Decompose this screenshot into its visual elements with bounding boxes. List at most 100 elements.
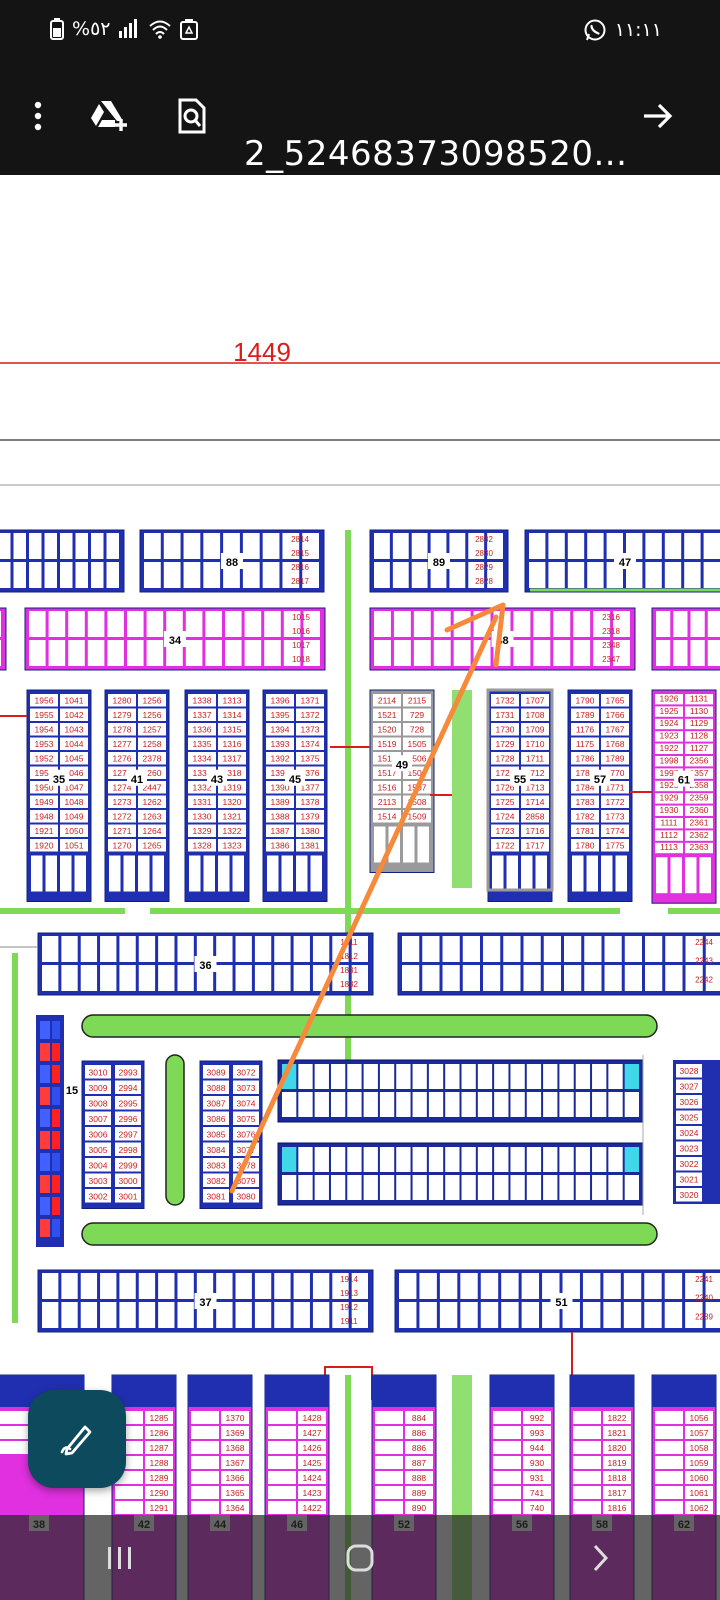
- plot-cell: [232, 855, 244, 892]
- plot-cell: [529, 562, 546, 588]
- plot-cell: [529, 533, 546, 559]
- plot-label: 887: [412, 1458, 426, 1468]
- plot-cell: [445, 1064, 460, 1089]
- plot-cell: [373, 694, 401, 707]
- back-button[interactable]: [560, 1528, 640, 1588]
- plot-label: 1780: [576, 841, 595, 851]
- plot-cell: [573, 1486, 601, 1499]
- plot-cell: [584, 936, 602, 962]
- plot-cell: [592, 1147, 607, 1172]
- plot-label: 3080: [237, 1192, 256, 1202]
- recent-apps-icon: [108, 1546, 131, 1569]
- plot-label: 1722: [496, 841, 515, 851]
- plot-cell: [491, 810, 519, 823]
- plot-block-header: [490, 1375, 554, 1407]
- plot-label: 1707: [526, 696, 545, 706]
- plot-label: 1274: [113, 783, 132, 793]
- plot-cell: [491, 723, 519, 736]
- block-44: 137013691368136713661365136444: [187, 1374, 253, 1600]
- plot-cell: [363, 1092, 378, 1117]
- plot-cell: [177, 1273, 194, 1299]
- plot-label: 1732: [496, 696, 515, 706]
- plot-cell: [483, 936, 501, 962]
- plot-cell: [274, 1273, 291, 1299]
- plot-cell: [225, 640, 242, 666]
- plot-cell: [375, 1486, 403, 1499]
- status-left: %٥٢: [50, 18, 199, 40]
- plot-cell: [477, 1175, 493, 1200]
- plot-cell: [433, 640, 451, 666]
- plot-cell: [412, 1064, 427, 1089]
- plot-cell: [108, 810, 136, 823]
- plot-cell: [501, 1302, 519, 1328]
- plot-cell: [60, 810, 88, 823]
- plot-label: 1924: [660, 718, 679, 728]
- plot-cell: [146, 640, 164, 666]
- plot-cell: [40, 1043, 50, 1061]
- plot-cell: [30, 752, 58, 765]
- plot-cell: [405, 1411, 433, 1424]
- plot-cell: [615, 855, 627, 892]
- plot-cell: [491, 839, 519, 852]
- plot-label: 1428: [303, 1413, 322, 1423]
- plot-cell: [601, 723, 629, 736]
- plot-cell: [85, 1080, 111, 1094]
- plot-cell: [656, 611, 671, 637]
- plot-cell: [396, 1175, 411, 1200]
- plot-cell: [312, 1302, 330, 1328]
- plot-label: 1367: [226, 1458, 245, 1468]
- plot-cell: [282, 533, 300, 559]
- plot-cell: [624, 1175, 639, 1200]
- plot-label: 1775: [606, 841, 625, 851]
- plot-cell: [593, 640, 611, 666]
- plot-label: 1817: [608, 1488, 627, 1498]
- plot-cell: [461, 1147, 476, 1172]
- plot-label: 3073: [237, 1083, 256, 1093]
- find-in-page-button[interactable]: [170, 94, 214, 138]
- plot-cell: [266, 708, 294, 721]
- plot-label: 1955: [35, 710, 54, 720]
- plot-cell: [606, 533, 623, 559]
- plot-label: 3072: [237, 1068, 256, 1078]
- plot-cell: [449, 533, 466, 559]
- open-forward-button[interactable]: [636, 94, 680, 138]
- plot-label: 1059: [690, 1458, 709, 1468]
- edit-fab[interactable]: [28, 1390, 126, 1488]
- plot-cell: [676, 1110, 702, 1124]
- plot-cell: [676, 1064, 702, 1078]
- add-to-drive-button[interactable]: [88, 94, 132, 138]
- plot-cell: [44, 533, 57, 559]
- plot-cell: [494, 1147, 509, 1172]
- plot-cell: [30, 694, 58, 707]
- plot-label: 1816: [608, 1503, 627, 1513]
- plot-cell: [218, 810, 246, 823]
- plot-cell: [503, 965, 521, 991]
- plot-cell: [330, 1092, 346, 1117]
- plot-cell: [115, 1501, 143, 1514]
- plot-cell: [191, 1501, 219, 1514]
- plot-label: 1731: [496, 710, 515, 720]
- plot-cell: [705, 965, 720, 991]
- plot-cell: [314, 1092, 329, 1117]
- plot-cell: [298, 1501, 326, 1514]
- plot-label: 3004: [89, 1161, 108, 1171]
- plot-label: 2815: [291, 549, 309, 558]
- plot-cell: [44, 562, 57, 588]
- plot-cell: [233, 1065, 259, 1079]
- home-button[interactable]: [320, 1528, 400, 1588]
- plot-cell: [388, 826, 400, 863]
- plot-cell: [115, 1080, 141, 1094]
- plot-label: 1290: [150, 1488, 169, 1498]
- more-options-button[interactable]: [16, 94, 60, 138]
- recent-apps-button[interactable]: [80, 1528, 160, 1588]
- plot-cell: [493, 1441, 521, 1454]
- plot-label: 3007: [89, 1114, 108, 1124]
- plot-cell: [108, 737, 136, 750]
- plot-label: 1729: [496, 739, 515, 749]
- plot-label: 3026: [680, 1097, 699, 1107]
